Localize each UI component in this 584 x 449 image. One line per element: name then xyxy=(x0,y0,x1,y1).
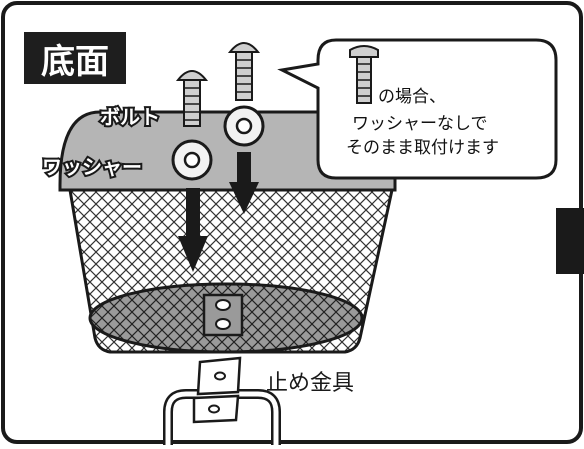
bolt-icon xyxy=(349,45,379,104)
washer-icon xyxy=(223,105,265,147)
callout-line-1: の場合、 xyxy=(378,87,446,107)
bolt-icon xyxy=(175,70,209,127)
stopper-label: 止め金具 xyxy=(266,371,354,396)
arrow-down-icon xyxy=(229,152,259,214)
page-title: 底面 xyxy=(24,32,126,84)
side-tab xyxy=(556,208,584,274)
bracket-icon xyxy=(163,356,281,445)
washer-icon xyxy=(171,139,213,181)
callout-bubble xyxy=(277,38,558,180)
callout-line-2: ワッシャーなしで xyxy=(352,114,488,134)
basket-icon xyxy=(58,110,397,354)
bolt-label: ボルト xyxy=(100,105,160,129)
bolt-icon xyxy=(227,42,261,101)
washer-label: ワッシャー xyxy=(42,155,142,179)
arrow-down-icon xyxy=(178,188,208,272)
callout-line-3: そのまま取付けます xyxy=(346,138,499,158)
